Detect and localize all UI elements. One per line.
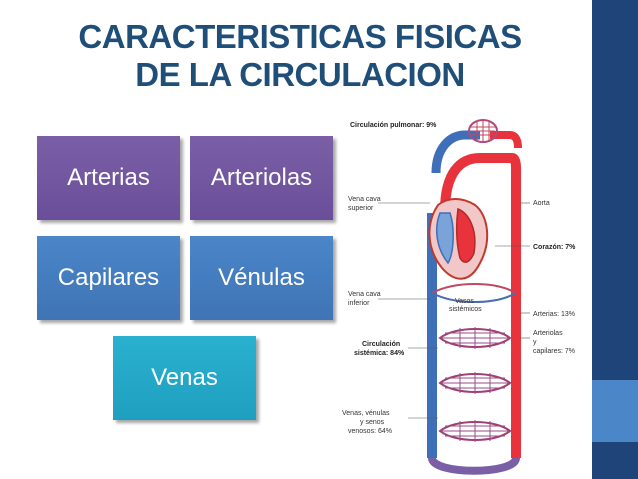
label-sistemica-2: sistémica: 84% (354, 350, 405, 357)
box-arteriolas: Arteriolas (190, 136, 333, 220)
label-arteriolas-2: y (533, 339, 537, 346)
pulmonary-vein-path (431, 130, 480, 174)
title-line-2: DE LA CIRCULACION (135, 56, 465, 93)
label-aorta: Aorta (533, 200, 550, 207)
label-sistemica-1: Circulación (362, 341, 400, 348)
label-vena-cava-inf-1: Vena cava (348, 291, 381, 298)
label-vena-cava-inf-2: inferior (348, 300, 370, 307)
pulmonary-capillary-bed (468, 119, 498, 143)
heart-icon (428, 198, 489, 280)
label-vasos-2: sistémicos (449, 306, 482, 313)
label-vena-cava-sup-1: Vena cava (348, 196, 381, 203)
bottom-loop-path (428, 456, 520, 475)
label-vena-cava-sup-2: superior (348, 205, 374, 212)
sidebar-light-block (592, 380, 638, 442)
label-heart: Corazón: 7% (533, 244, 576, 251)
sidebar-dark-block (592, 0, 638, 380)
label-arteriolas-3: capilares: 7% (533, 348, 575, 355)
box-arterias: Arterias (37, 136, 180, 220)
decorative-sidebar (592, 0, 638, 479)
pulmonary-artery-path (490, 131, 522, 149)
box-capilares: Capilares (37, 236, 180, 320)
title-line-1: CARACTERISTICAS FISICAS (78, 18, 522, 55)
systemic-capillary-beds (431, 283, 517, 442)
sidebar-bottom-block (592, 442, 638, 479)
box-venas: Venas (113, 336, 256, 420)
slide-title: CARACTERISTICAS FISICAS DE LA CIRCULACIO… (40, 18, 560, 94)
circulation-diagram: Circulación pulmonar: 9% Vena cava super… (342, 119, 576, 475)
label-arteriolas-1: Arteriolas (533, 330, 563, 337)
label-vasos-1: Vasos (455, 298, 474, 305)
aorta-artery-path (440, 153, 521, 458)
label-venas-2: y senos (360, 419, 385, 426)
box-venulas: Vénulas (190, 236, 333, 320)
label-leader-lines (378, 202, 530, 419)
label-venas-1: Venas, vénulas (342, 410, 390, 417)
label-venas-3: venosos: 64% (348, 428, 392, 435)
label-pulmonary: Circulación pulmonar: 9% (350, 122, 437, 129)
label-arterias: Arterias: 13% (533, 311, 575, 318)
